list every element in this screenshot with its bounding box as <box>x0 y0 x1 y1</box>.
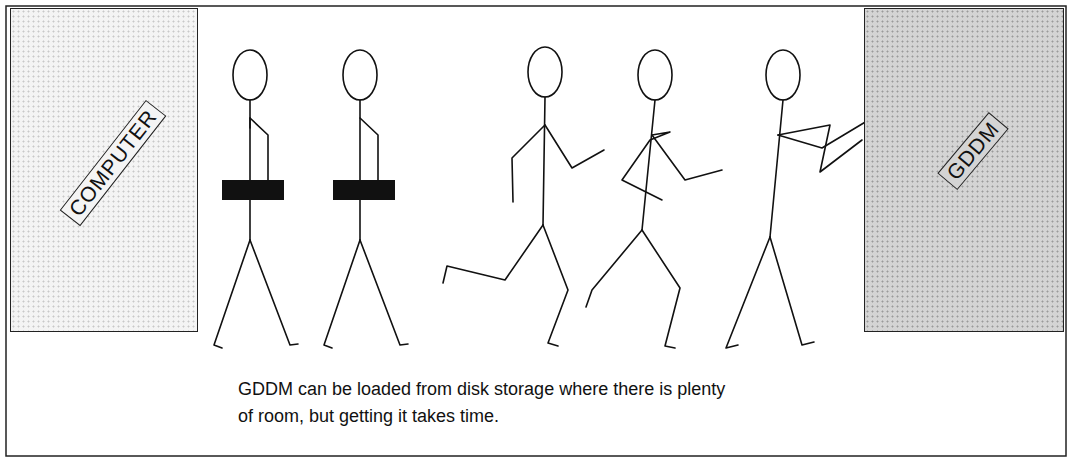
outer-frame <box>6 6 1066 456</box>
data-block <box>333 180 395 200</box>
stick-figure <box>726 50 872 348</box>
stick-figure <box>324 50 408 348</box>
storage-box: GDDM <box>864 8 1064 332</box>
box-label: COMPUTER <box>60 100 167 226</box>
data-block <box>222 180 284 200</box>
stick-figure <box>586 50 722 348</box>
figure-caption: GDDM can be loaded from disk storage whe… <box>238 376 730 430</box>
box-label: GDDM <box>937 112 1008 190</box>
stick-figure <box>443 47 604 346</box>
storage-box: COMPUTER <box>10 8 198 332</box>
stick-figure <box>214 50 298 348</box>
